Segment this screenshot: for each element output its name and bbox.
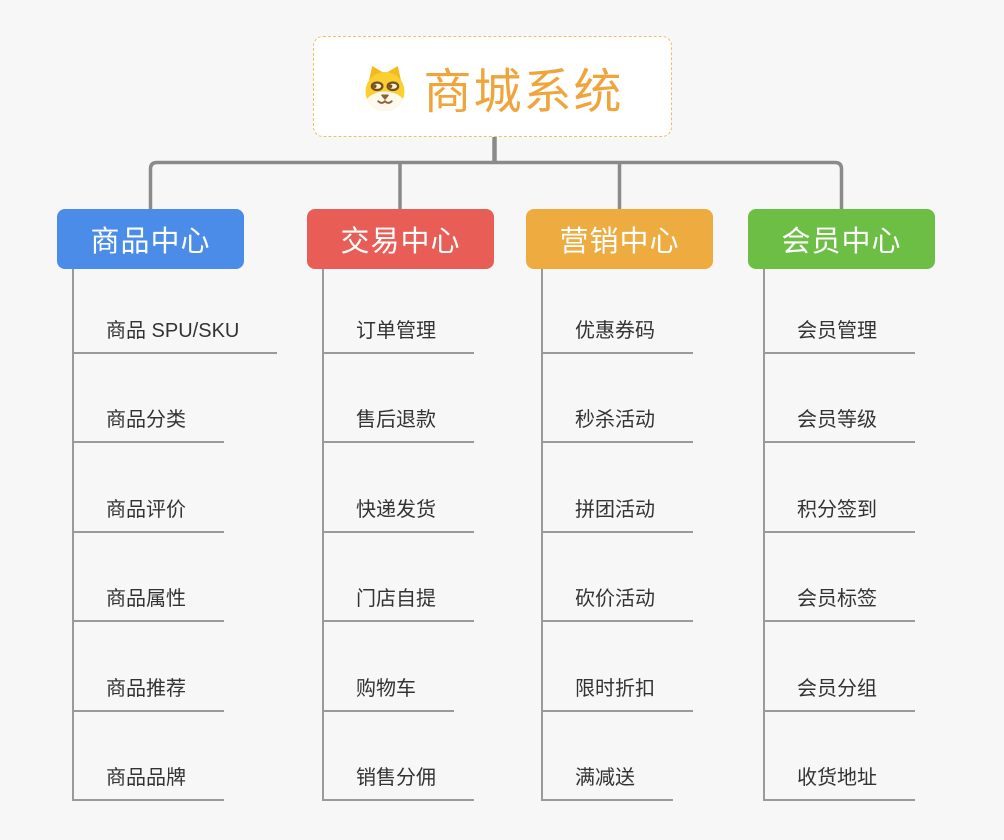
branch-node-member[interactable]: 会员中心 [748, 209, 935, 269]
leaf-node[interactable]: 商品品牌 [72, 765, 224, 801]
leaf-node[interactable]: 积分签到 [763, 497, 915, 533]
leaf-node[interactable]: 商品推荐 [72, 676, 224, 712]
branch-column-member: 会员中心 会员管理 会员等级 积分签到 会员标签 会员分组 收货地址 [748, 0, 1004, 840]
branch-column-product: 商品中心 商品 SPU/SKU 商品分类 商品评价 商品属性 商品推荐 商品品牌 [57, 0, 317, 840]
leaf-node[interactable]: 满减送 [541, 765, 673, 801]
dog-face-icon [365, 65, 405, 111]
leaf-node[interactable]: 购物车 [322, 676, 454, 712]
branch-node-trade[interactable]: 交易中心 [307, 209, 494, 269]
leaf-node[interactable]: 限时折扣 [541, 676, 693, 712]
branch-spine-line [322, 269, 324, 801]
leaf-node[interactable]: 商品 SPU/SKU [72, 318, 278, 354]
leaf-node[interactable]: 快递发货 [322, 497, 474, 533]
leaf-node[interactable]: 收货地址 [763, 765, 915, 801]
leaf-node[interactable]: 砍价活动 [541, 586, 693, 622]
root-node[interactable]: 商城系统 [313, 36, 672, 137]
leaf-node[interactable]: 销售分佣 [322, 765, 474, 801]
leaf-node[interactable]: 售后退款 [322, 407, 474, 443]
branch-spine-line [541, 269, 543, 801]
branch-column-marketing: 营销中心 优惠券码 秒杀活动 拼团活动 砍价活动 限时折扣 满减送 [526, 0, 786, 840]
leaf-node[interactable]: 订单管理 [322, 318, 474, 354]
leaf-node[interactable]: 秒杀活动 [541, 407, 693, 443]
leaf-node[interactable]: 优惠券码 [541, 318, 693, 354]
leaf-node[interactable]: 商品分类 [72, 407, 224, 443]
leaf-node[interactable]: 会员标签 [763, 586, 915, 622]
branch-column-trade: 交易中心 订单管理 售后退款 快递发货 门店自提 购物车 销售分佣 [307, 0, 567, 840]
branch-node-product[interactable]: 商品中心 [57, 209, 244, 269]
leaf-node[interactable]: 会员分组 [763, 676, 915, 712]
leaf-node[interactable]: 门店自提 [322, 586, 474, 622]
branch-spine-line [763, 269, 765, 801]
branch-spine-line [72, 269, 74, 801]
branch-node-marketing[interactable]: 营销中心 [526, 209, 713, 269]
leaf-node[interactable]: 商品属性 [72, 586, 224, 622]
leaf-node[interactable]: 拼团活动 [541, 497, 693, 533]
leaf-node[interactable]: 会员等级 [763, 407, 915, 443]
leaf-node[interactable]: 会员管理 [763, 318, 915, 354]
root-node-label: 商城系统 [423, 65, 624, 119]
leaf-node[interactable]: 商品评价 [72, 497, 224, 533]
